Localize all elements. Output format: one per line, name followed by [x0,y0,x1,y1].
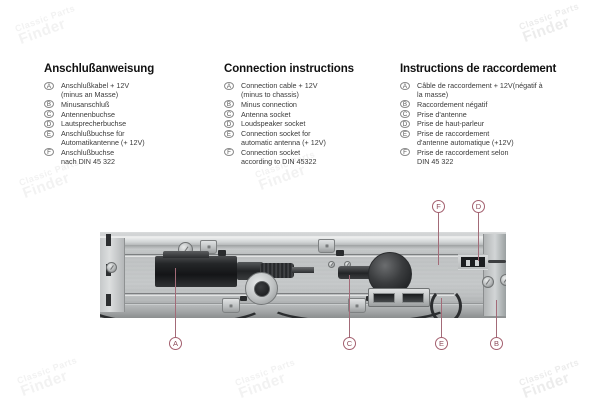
legend-item: F Anschlußbuchse nach DIN 45 322 [44,148,209,166]
watermark-line2: Finder [236,368,288,402]
legend-marker-a: A [44,81,54,90]
chassis-seam [124,254,484,255]
legend-text: Lautsprecherbuchse [61,119,127,129]
legend-item: D Loudspeaker socket [224,119,394,128]
chassis-right-endplate [483,234,506,316]
cable-loop [430,288,462,318]
instruction-column-english: Connection instructions A Connection cab… [224,63,394,167]
watermark-top-right: Classic Parts Finder [517,0,585,46]
din-socket-stem [338,266,374,279]
watermark-line2: Finder [520,368,572,402]
legend-item: A Connection cable + 12V (minus to chass… [224,81,394,99]
legend-item: B Minus connection [224,100,394,109]
legend-text: Loudspeaker socket [241,119,306,129]
lug-hole [206,245,211,249]
chassis-screw [500,274,506,286]
legend-text: Raccordement négatif [417,99,488,109]
loudspeaker-socket-contacts [461,257,485,267]
chassis-screw [328,261,335,268]
watermark-line2: Finder [16,14,68,48]
legend-text: Connection cable + 12V (minus to chassis… [241,81,318,100]
radio-chassis-diagram [0,190,600,370]
chassis-photograph [100,232,506,318]
legend-item: D Prise de haut-parleur [400,119,580,128]
column-title-english: Connection instructions [224,63,354,75]
instruction-column-french: Instructions de raccordement A Câble de … [400,63,580,167]
legend-marker-b: B [224,100,234,109]
legend-marker-d: D [224,119,234,128]
chassis-dark-pad [218,250,226,256]
chassis-seam-highlight [124,256,484,257]
legend-marker-d: D [44,119,54,128]
legend-marker-f: F [44,148,54,157]
legend-marker-a: A [224,81,234,90]
legend-text: Connection socket according to DIN 45322 [241,147,317,167]
chassis-mounting-lug [318,239,335,253]
legend-list-german: A Anschlußkabel + 12V (minus an Masse) B… [44,81,209,166]
legend-list-english: A Connection cable + 12V (minus to chass… [224,81,394,166]
legend-item: F Prise de raccordement selon DIN 45 322 [400,148,580,166]
legend-item: C Prise d'antenne [400,110,580,119]
legend-text: Connection socket for automatic antenna … [241,129,326,148]
chassis-screw [482,276,494,288]
legend-item: E Anschlußbuchse für Automatikantenne (+… [44,129,209,147]
legend-text: Antenna socket [241,109,291,119]
legend-item: A Câble de raccordement + 12V(négatif à … [400,81,580,99]
legend-marker-c: C [400,110,410,119]
lug-hole [324,244,329,248]
legend-marker-e: E [44,129,54,138]
legend-marker-d: D [400,119,410,128]
legend-text: Anschlußbuchse nach DIN 45 322 [61,147,115,167]
legend-item: D Lautsprecherbuchse [44,119,209,128]
legend-marker-e: E [224,129,234,138]
legend-text: Câble de raccordement + 12V(négatif à la… [417,81,543,100]
legend-item: B Raccordement négatif [400,100,580,109]
watermark-top-left: Classic Parts Finder [13,2,81,48]
column-title-french: Instructions de raccordement [400,63,557,75]
legend-item: C Antennenbuchse [44,110,209,119]
legend-marker-c: C [44,110,54,119]
power-connector-tip [292,267,314,273]
legend-text: Prise d'antenne [417,109,467,119]
legend-text: Prise de raccordement d'antenne automati… [417,129,514,148]
watermark-line1: Classic Parts [13,2,77,34]
legend-item: B Minusanschluß [44,100,209,109]
legend-item: C Antenna socket [224,110,394,119]
legend-item: A Anschlußkabel + 12V (minus an Masse) [44,81,209,99]
watermark-line2: Finder [520,12,572,46]
legend-marker-e: E [400,129,410,138]
instruction-column-german: Anschlußanweisung A Anschlußkabel + 12V … [44,63,209,167]
legend-text: Anschlußkabel + 12V (minus an Masse) [61,81,130,100]
watermark-line1: Classic Parts [517,0,581,32]
legend-text: Minus connection [241,99,297,109]
legend-marker-a: A [400,81,410,90]
legend-marker-f: F [400,148,410,157]
legend-text: Anschlußbuchse für Automatikantenne (+ 1… [61,129,145,148]
legend-text: Antennenbuchse [61,109,115,119]
legend-marker-c: C [224,110,234,119]
chassis-tab [106,234,111,246]
legend-item: E Prise de raccordement d'antenne automa… [400,129,580,147]
legend-marker-b: B [400,100,410,109]
legend-text: Minusanschluß [61,99,110,109]
loudspeaker-wire [488,260,506,263]
legend-item: E Connection socket for automatic antenn… [224,129,394,147]
loudspeaker-socket-d [458,254,488,270]
legend-text: Prise de haut-parleur [417,119,485,129]
column-title-german: Anschlußanweisung [44,63,155,75]
chassis-top-rail [100,236,506,246]
chassis-top-rail-shadow [100,245,506,249]
legend-marker-b: B [44,100,54,109]
ground-cable [266,284,452,318]
chassis-screw [106,262,117,273]
legend-item: F Connection socket according to DIN 453… [224,148,394,166]
legend-list-french: A Câble de raccordement + 12V(négatif à … [400,81,580,166]
chassis-dark-pad [336,250,344,256]
legend-marker-f: F [224,148,234,157]
legend-text: Prise de raccordement selon DIN 45 322 [417,147,509,167]
